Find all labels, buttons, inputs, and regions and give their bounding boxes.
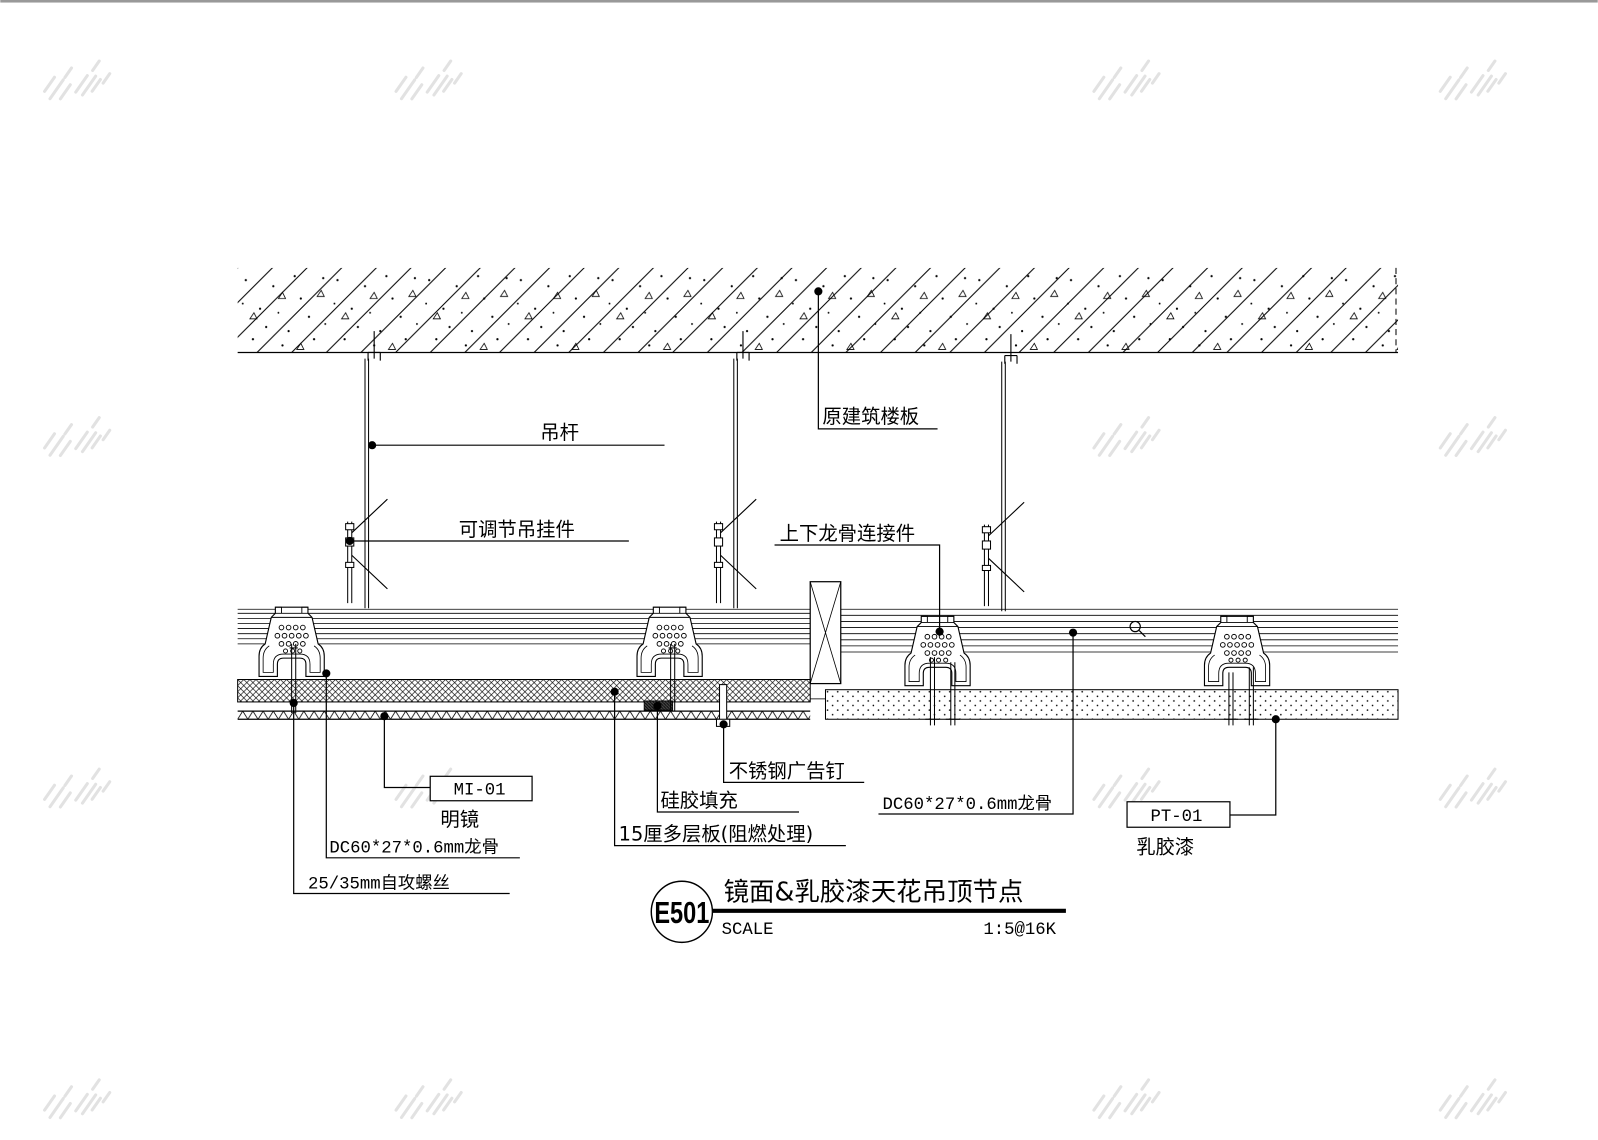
joint-block [809, 581, 842, 685]
self-tapping-screws [289, 643, 1259, 726]
detail-title: 镜面&乳胶漆天花吊顶节点 [724, 878, 1024, 908]
label-adjustable-hanger: 可调节吊挂件 [459, 518, 575, 541]
main-runner-left [237, 608, 811, 645]
leader-ad-nail: 不锈钢广告钉 [719, 720, 865, 784]
mirror-layer [237, 710, 811, 720]
keel-profile [1203, 615, 1271, 687]
label-hanger-rod: 吊杆 [540, 421, 579, 444]
top-frame-line [0, 0, 1598, 3]
label-plywood: 15厘多层板(阻燃处理) [619, 822, 813, 845]
leader-paint: PT-01 乳胶漆 [1126, 715, 1280, 859]
leader-screw: 25/35mm自攻螺丝 [289, 698, 510, 894]
leader-mirror: MI-01 明镜 [380, 712, 533, 831]
gypsum-board [810, 689, 1399, 720]
leader-silicone: 硅胶填充 [653, 701, 800, 813]
label-connector: 上下龙骨连接件 [780, 522, 915, 545]
paint-code-box [1126, 801, 1231, 828]
main-runner-right [840, 608, 1399, 653]
leader-adjustable-hanger: 可调节吊挂件 [345, 518, 629, 546]
label-paint-code: PT-01 [1150, 808, 1202, 827]
mirror-code-box [429, 775, 533, 802]
leader-connector: 上下龙骨连接件 [774, 522, 944, 636]
plywood-board [237, 679, 811, 703]
label-mirror-name: 明镜 [440, 808, 479, 831]
hanger-rod-right [981, 333, 1025, 612]
leader-plywood: 15厘多层板(阻燃处理) [610, 687, 846, 847]
label-ad-nail: 不锈钢广告钉 [729, 759, 845, 782]
scale-label: SCALE [722, 921, 774, 940]
label-screw: 25/35mm自攻螺丝 [308, 873, 450, 894]
watermark-logo [39, 58, 1510, 1122]
keel-profile [636, 606, 703, 678]
hanger-rod-left [345, 330, 388, 609]
leader-floor-slab: 原建筑楼板 [814, 287, 938, 430]
leader-hanger-rod: 吊杆 [368, 421, 665, 450]
detail-code: E501 [654, 896, 709, 930]
label-keel-right: DC60*27*0.6mm龙骨 [883, 794, 1053, 815]
label-paint-name: 乳胶漆 [1136, 836, 1194, 859]
keel-profile [904, 615, 971, 687]
label-keel-left: DC60*27*0.6mm龙骨 [329, 838, 499, 859]
title-block: E501 镜面&乳胶漆天花吊顶节点 SCALE 1:5@16K [650, 878, 1066, 944]
hanger-rod-middle [713, 330, 757, 609]
leader-keel-left: DC60*27*0.6mm龙骨 [322, 669, 520, 859]
label-mirror-code: MI-01 [454, 782, 506, 801]
scale-value: 1:5@16K [983, 921, 1056, 940]
label-floor-slab: 原建筑楼板 [822, 405, 919, 428]
leader-keel-right: DC60*27*0.6mm龙骨 [878, 628, 1078, 815]
label-silicone: 硅胶填充 [660, 789, 737, 812]
magnifier-icon [1129, 620, 1146, 638]
